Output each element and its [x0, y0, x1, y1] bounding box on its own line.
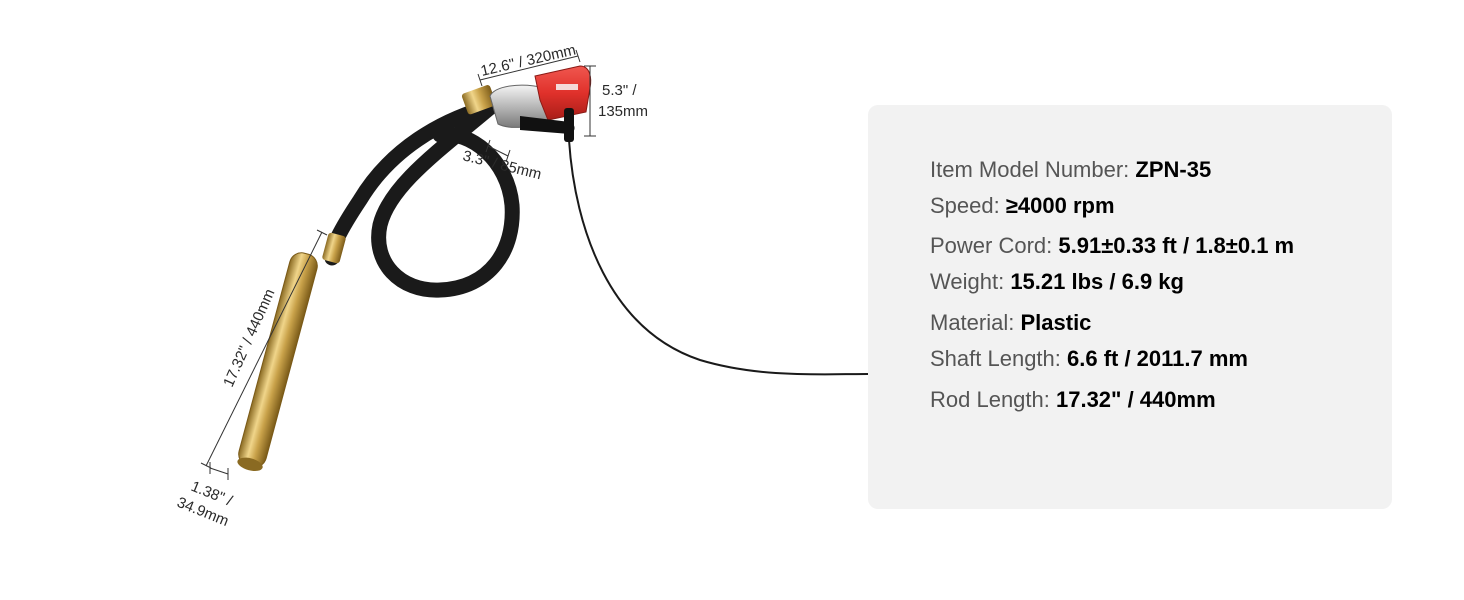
spec-speed: Speed: ≥4000 rpm [930, 193, 1115, 218]
spec-power-cord: Power Cord: 5.91±0.33 ft / 1.8±0.1 m [930, 233, 1295, 258]
power-cord [568, 139, 869, 376]
spec-model: Item Model Number: ZPN-35 [930, 157, 1212, 182]
spec-material: Material: Plastic [930, 310, 1092, 335]
hose-connector [461, 85, 496, 115]
dim-height-label-a: 5.3" / [602, 82, 637, 99]
spec-panel: Item Model Number: ZPN-35 Speed: ≥4000 r… [868, 105, 1392, 509]
motor-housing [489, 65, 592, 142]
spec-weight: Weight: 15.21 lbs / 6.9 kg [930, 269, 1184, 294]
spec-rod-length: Rod Length: 17.32" / 440mm [930, 387, 1216, 412]
spec-shaft-length: Shaft Length: 6.6 ft / 2011.7 mm [930, 346, 1248, 371]
vibrator-rod [237, 252, 318, 472]
dim-height-label-b: 135mm [598, 103, 648, 120]
hose [324, 98, 520, 298]
rod-collar [322, 232, 346, 264]
